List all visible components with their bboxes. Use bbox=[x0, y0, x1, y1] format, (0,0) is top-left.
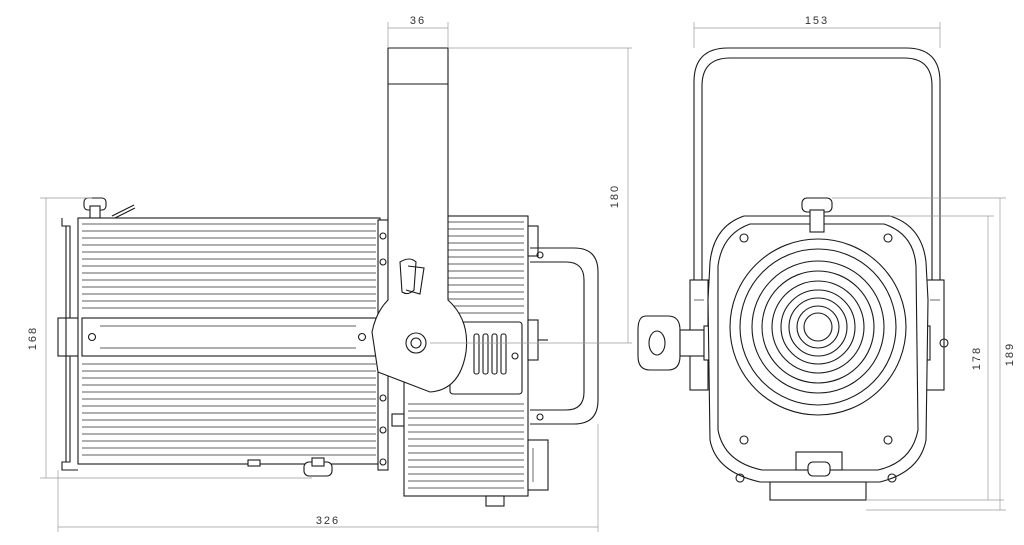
front-view bbox=[637, 47, 949, 501]
front-bottom-clip bbox=[795, 451, 843, 477]
dim-label-front-width: 153 bbox=[805, 15, 829, 27]
yoke-arm bbox=[371, 47, 468, 393]
dimension-labels: 36 153 180 168 326 178 189 bbox=[27, 15, 1016, 527]
rear-handle bbox=[530, 247, 599, 425]
dimension-lines bbox=[40, 22, 1006, 532]
dim-label-front-body-height: 178 bbox=[971, 346, 983, 370]
top-knob-left bbox=[83, 197, 136, 220]
dim-label-body-height: 168 bbox=[27, 326, 39, 350]
dim-label-length: 326 bbox=[316, 515, 340, 527]
dim-label-front-total-height: 189 bbox=[1004, 342, 1016, 366]
bottom-knob bbox=[303, 457, 333, 477]
rear-bracket bbox=[57, 218, 81, 471]
dim-label-yoke-width: 36 bbox=[410, 15, 426, 27]
fresnel-lens bbox=[729, 238, 907, 416]
side-finned-body bbox=[77, 217, 381, 467]
side-view bbox=[57, 47, 599, 507]
front-top-knob bbox=[801, 197, 833, 233]
dim-label-yoke-height: 180 bbox=[609, 184, 621, 208]
